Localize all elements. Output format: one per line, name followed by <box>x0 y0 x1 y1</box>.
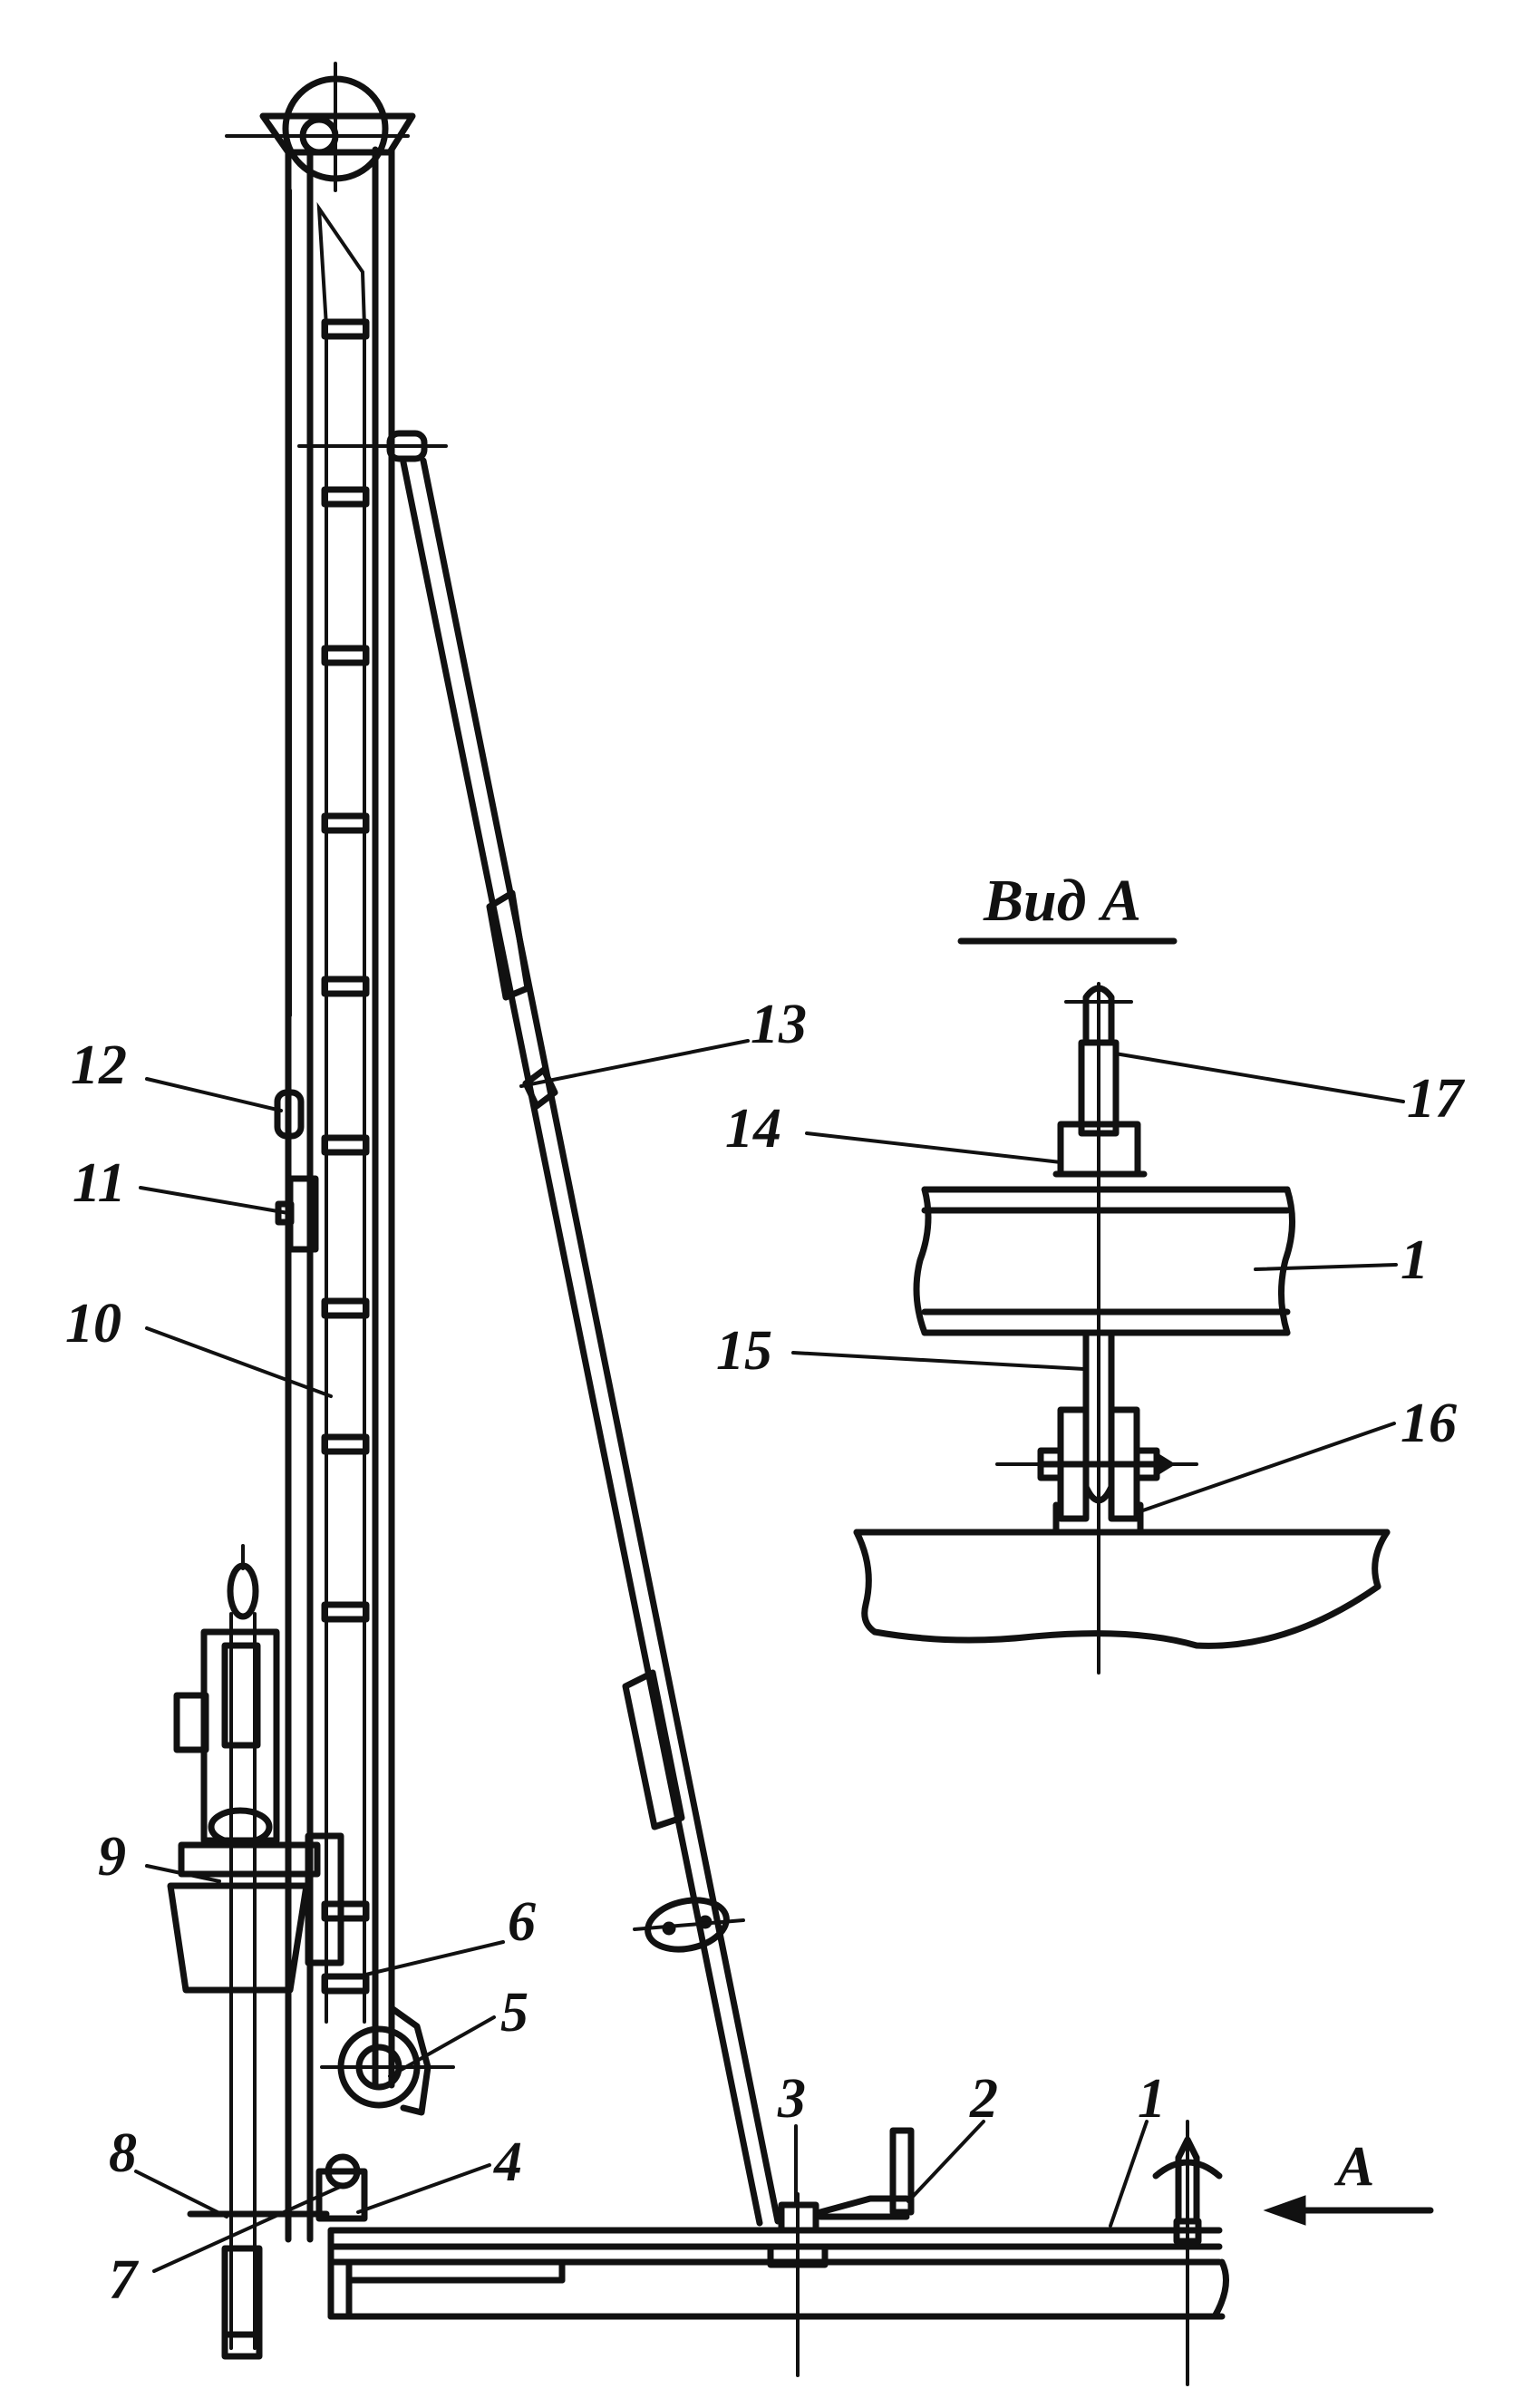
mast-devices <box>274 189 319 1253</box>
rail-clamp-right <box>1152 2120 1223 2386</box>
view-arrow-label: А <box>1333 2136 1374 2198</box>
callout-2: 2 <box>969 2068 998 2130</box>
brace-top-pin <box>297 430 448 462</box>
callout-12: 12 <box>71 1034 127 1096</box>
callout-1-detail: 1 <box>1401 1229 1429 1291</box>
base-frame <box>327 2227 1229 2320</box>
callout-14: 14 <box>725 1098 781 1160</box>
callout-16: 16 <box>1401 1393 1457 1454</box>
mast-ladder-rungs <box>321 318 370 1995</box>
callout-10: 10 <box>65 1293 121 1354</box>
jack-and-pin <box>767 2127 915 2377</box>
view-a-arrow <box>1263 2195 1434 2226</box>
callout-9: 9 <box>98 1826 126 1888</box>
callout-3: 3 <box>777 2068 806 2130</box>
view-a-title: Вид А <box>983 868 1141 934</box>
callout-7: 7 <box>109 2249 140 2311</box>
view-a-detail <box>853 937 1391 1675</box>
callout-4: 4 <box>493 2131 522 2193</box>
mast <box>285 146 395 2243</box>
callout-13: 13 <box>751 994 807 1055</box>
callout-6: 6 <box>508 1891 536 1953</box>
callout-1-base: 1 <box>1138 2068 1166 2130</box>
labels: Вид А А 12 11 10 13 14 17 1 15 16 9 6 5 … <box>65 868 1466 2311</box>
callout-5: 5 <box>500 1982 528 2044</box>
brace-strut <box>400 457 781 2227</box>
callout-11: 11 <box>73 1152 126 1214</box>
callout-17: 17 <box>1407 1068 1466 1130</box>
callout-15: 15 <box>716 1320 772 1382</box>
leader-lines <box>134 1039 1405 2273</box>
callout-8: 8 <box>109 2122 137 2184</box>
winch-assembly <box>167 1544 344 2360</box>
crown-pulley <box>225 62 416 192</box>
